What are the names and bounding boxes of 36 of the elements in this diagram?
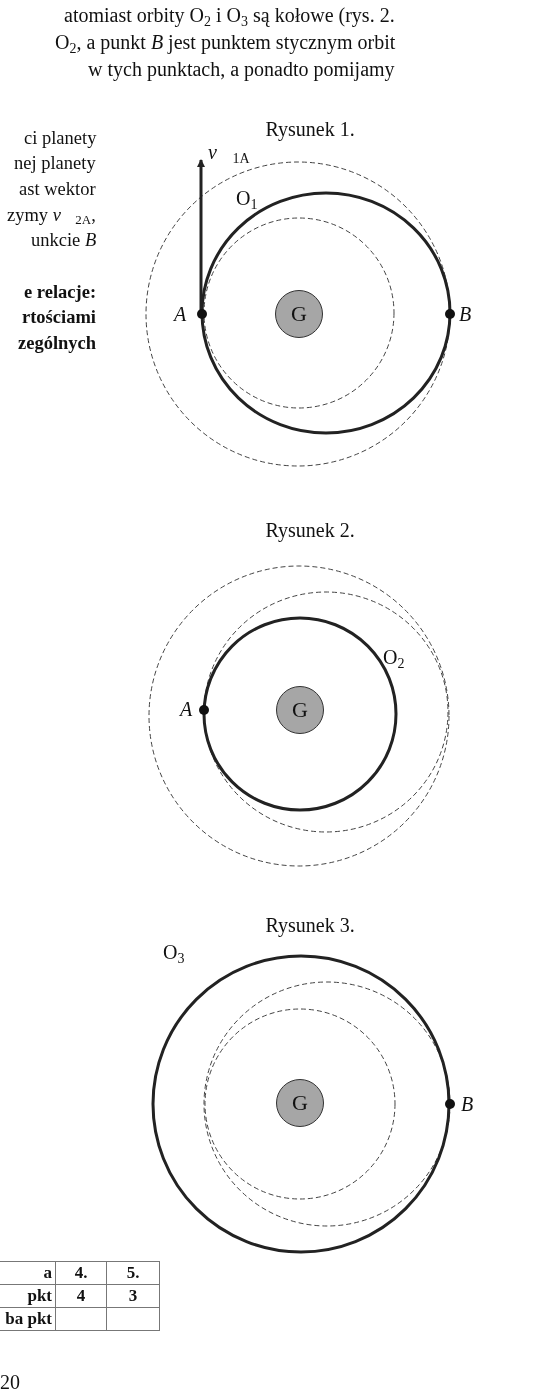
figure-title: Rysunek 2. xyxy=(265,518,355,542)
text-line: nej planety xyxy=(14,152,96,175)
page-number: 20 xyxy=(0,1370,20,1394)
orbit-label: O$_{1}$ xyxy=(236,186,258,210)
orbit-label: O$_{3}$ xyxy=(163,940,185,964)
vector-label: v⃗$_{1A}$ xyxy=(208,140,250,164)
table-cell: 5. xyxy=(106,1261,160,1285)
text-line: rtościami xyxy=(22,306,96,329)
text-line: zególnych xyxy=(18,332,97,355)
planet-circle xyxy=(276,686,324,734)
planet-circle xyxy=(275,290,323,338)
table-cell: 4. xyxy=(55,1261,107,1285)
point-label: A xyxy=(174,302,187,326)
orbit-label: O$_{2}$ xyxy=(383,645,405,669)
text-line: ci planety xyxy=(24,127,97,150)
table-cell: a xyxy=(0,1261,56,1285)
node-label: G xyxy=(292,1090,308,1116)
table-cell: 3 xyxy=(106,1284,160,1308)
text-line: w tych punktach, a ponadto pomijamy xyxy=(88,57,395,81)
point-label: B xyxy=(459,302,472,326)
table-cell: ba pkt xyxy=(0,1307,56,1331)
node-label: G xyxy=(291,301,307,327)
node-label: G xyxy=(292,697,308,723)
figure-title: Rysunek 3. xyxy=(265,913,355,937)
table-cell: pkt xyxy=(0,1284,56,1308)
figure-title: Rysunek 1. xyxy=(265,117,355,141)
table-cell: 4 xyxy=(55,1284,107,1308)
point-label: A xyxy=(180,697,193,721)
text-line: zymy v⃗$_{2A}$, xyxy=(7,204,96,227)
point-label: B xyxy=(461,1092,474,1116)
text-line: atomiast orbity O$_{2}$ i O$_{3}$ są kołowe (rys. 2. xyxy=(64,3,395,27)
text-line: unkcie B xyxy=(31,229,97,252)
text-line: ast wektor xyxy=(19,178,96,201)
planet-circle xyxy=(276,1079,324,1127)
text-line: O$_{2}$, a punkt B jest punktem stycznym orbit xyxy=(55,30,396,54)
text-line: e relacje: xyxy=(24,281,97,304)
